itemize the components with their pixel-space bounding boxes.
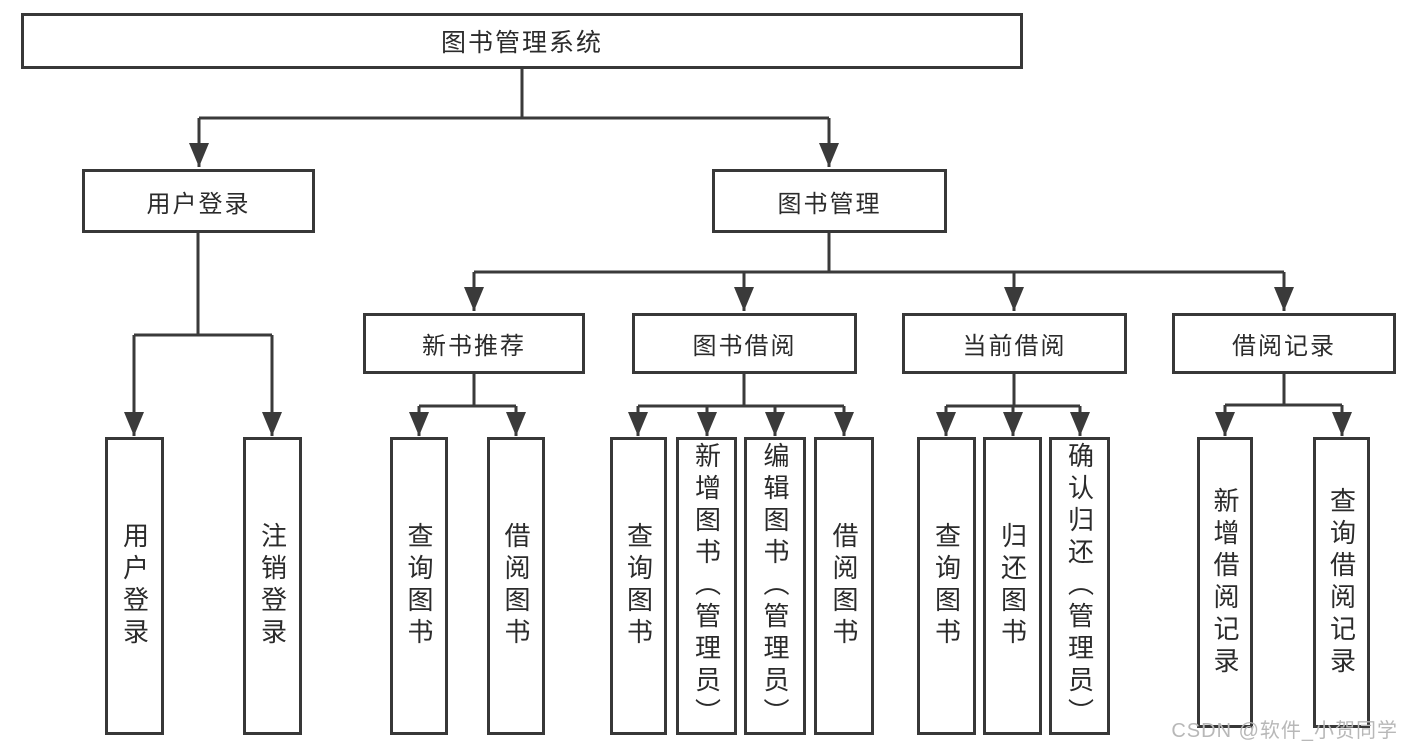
- node-bb-query-book: 查询图书: [610, 437, 667, 735]
- node-label: 查询借阅记录: [1326, 486, 1357, 679]
- node-label: 编辑图书（管理员）: [760, 442, 790, 730]
- connector-root-to-level2: [189, 69, 839, 167]
- connector-line: [199, 69, 829, 120]
- node-label: 用户登录: [146, 190, 251, 218]
- node-label: 借阅图书: [501, 522, 531, 650]
- connector-line: [638, 374, 844, 408]
- node-borrowing-records: 借阅记录: [1172, 313, 1396, 374]
- node-label: 新增图书（管理员）: [691, 442, 722, 730]
- connector-line: [1225, 374, 1342, 407]
- node-login: 用户登录: [105, 437, 164, 735]
- connector-line: [946, 374, 1080, 408]
- connector-line: [134, 233, 272, 337]
- node-label: 图书管理系统: [440, 29, 603, 57]
- connector-user-login-children: [124, 233, 282, 436]
- node-root-library-system: 图书管理系统: [21, 13, 1023, 69]
- node-label: 借阅图书: [829, 522, 859, 650]
- node-bb-add-book-admin: 新增图书（管理员）: [676, 437, 737, 735]
- connector-current-borrow-children: [936, 374, 1090, 436]
- csdn-watermark: CSDN @软件_小贺同学: [1171, 720, 1398, 742]
- node-label: 图书管理: [777, 190, 882, 218]
- connector-book-borrow-children: [628, 374, 854, 436]
- node-label: 新增借阅记录: [1210, 486, 1240, 679]
- node-label: 确认归还（管理员）: [1064, 442, 1095, 730]
- node-label: 查询图书: [404, 522, 434, 650]
- node-br-query-record: 查询借阅记录: [1313, 437, 1370, 728]
- node-label: 图书借阅: [692, 333, 797, 360]
- connector-new-book-rec-children: [409, 374, 526, 436]
- connector-book-mgmt-to-level3: [464, 233, 1294, 311]
- node-label: 查询图书: [931, 522, 962, 650]
- node-label: 注销登录: [257, 522, 288, 650]
- node-book-management: 图书管理: [712, 169, 947, 233]
- node-label: 新书推荐: [422, 333, 526, 360]
- node-logout: 注销登录: [243, 437, 302, 735]
- node-cb-confirm-return-admin: 确认归还（管理员）: [1049, 437, 1110, 735]
- node-current-borrowing: 当前借阅: [902, 313, 1127, 374]
- node-cb-return-book: 归还图书: [983, 437, 1042, 735]
- node-new-book-recommendation: 新书推荐: [363, 313, 585, 374]
- node-label: 当前借阅: [962, 333, 1067, 360]
- node-label: 归还图书: [997, 522, 1028, 650]
- node-label: 用户登录: [119, 522, 150, 650]
- node-br-add-record: 新增借阅记录: [1197, 437, 1253, 728]
- connector-line: [419, 374, 516, 408]
- connector-line: [474, 233, 1284, 274]
- node-label: 查询图书: [623, 522, 654, 650]
- node-rec-query-book: 查询图书: [390, 437, 448, 735]
- node-user-login: 用户登录: [82, 169, 315, 233]
- node-book-borrowing: 图书借阅: [632, 313, 857, 374]
- connector-borrow-records-children: [1215, 374, 1352, 436]
- node-bb-borrow-book: 借阅图书: [814, 437, 874, 735]
- node-bb-edit-book-admin: 编辑图书（管理员）: [744, 437, 806, 735]
- node-cb-query-book: 查询图书: [917, 437, 976, 735]
- node-rec-borrow-book: 借阅图书: [487, 437, 545, 735]
- node-label: 借阅记录: [1232, 333, 1336, 360]
